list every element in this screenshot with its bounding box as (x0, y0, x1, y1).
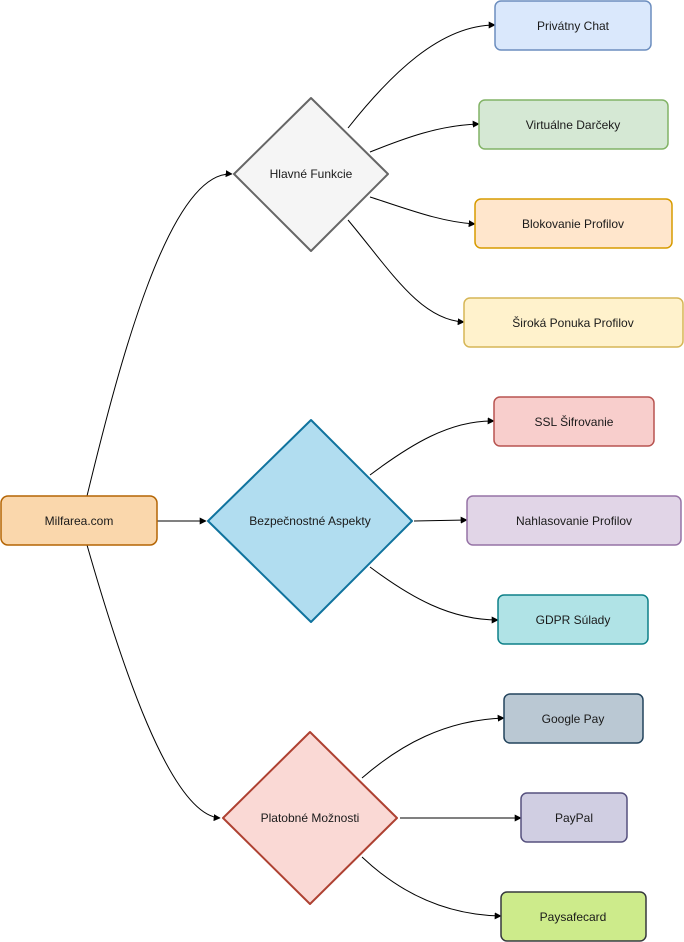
edge-main-features-to-profile-blocking (369, 196, 476, 228)
leaf-paysafecard-label: Paysafecard (540, 910, 607, 924)
leaf-google-pay-box (503, 693, 644, 744)
branch-security-label: Bezpečnostné Aspekty (249, 514, 370, 528)
leaf-paypal-label: PayPal (555, 811, 593, 825)
leaf-profile-blocking-box (474, 198, 673, 249)
leaf-private-chat-label: Privátny Chat (537, 19, 610, 33)
edge-security-to-gdpr (369, 566, 499, 624)
leaf-google-pay-label: Google Pay (542, 712, 605, 726)
leaf-reporting: Nahlasovanie Profilov (466, 495, 682, 546)
root-node-label: Milfarea.com (45, 514, 114, 528)
branch-payments-label: Platobné Možnosti (261, 811, 360, 825)
edge-payments-to-google-pay (361, 714, 505, 779)
edge-main-features-to-private-chat (347, 21, 496, 129)
leaf-ssl-box (493, 396, 655, 447)
edge-root-to-payments (86, 544, 221, 822)
branch-main-features-label: Hlavné Funkcie (270, 167, 353, 181)
edge-main-features-to-wide-profiles (347, 219, 465, 326)
edge-security-to-reporting (413, 516, 468, 524)
leaf-virtual-gifts-box (478, 99, 669, 150)
edge-payments-to-paysafecard (361, 856, 502, 920)
leaf-reporting-box (466, 495, 682, 546)
leaf-gdpr: GDPR Súlady (497, 594, 649, 645)
leaf-google-pay: Google Pay (503, 693, 644, 744)
leaf-paypal-box (520, 792, 628, 843)
leaf-profile-blocking: Blokovanie Profilov (474, 198, 673, 249)
branch-main-features-diamond (233, 97, 389, 252)
leaf-wide-profiles: Široká Ponuka Profilov (463, 297, 684, 348)
root-node-box (0, 495, 158, 546)
leaf-profile-blocking-label: Blokovanie Profilov (522, 217, 624, 231)
leaf-virtual-gifts: Virtuálne Darčeky (478, 99, 669, 150)
leaf-reporting-label: Nahlasovanie Profilov (516, 514, 632, 528)
branch-security-diamond (207, 419, 413, 623)
leaf-gdpr-box (497, 594, 649, 645)
leaf-virtual-gifts-label: Virtuálne Darčeky (526, 118, 621, 132)
leaf-gdpr-label: GDPR Súlady (536, 613, 611, 627)
edge-main-features-to-virtual-gifts (369, 120, 480, 153)
branch-security: Bezpečnostné Aspekty (207, 419, 413, 623)
edges (86, 21, 522, 920)
branch-payments-diamond (222, 731, 398, 905)
leaf-ssl: SSL Šifrovanie (493, 396, 655, 447)
leaf-private-chat-box (494, 0, 652, 51)
leaf-paysafecard-box (500, 891, 647, 942)
leaf-wide-profiles-label: Široká Ponuka Profilov (512, 315, 633, 330)
branch-payments: Platobné Možnosti (222, 731, 398, 905)
root-node: Milfarea.com (0, 495, 158, 546)
edge-root-to-main-features (86, 170, 233, 497)
leaf-paysafecard: Paysafecard (500, 891, 647, 942)
leaf-wide-profiles-box (463, 297, 684, 348)
branch-main-features: Hlavné Funkcie (233, 97, 389, 252)
edge-security-to-ssl (369, 417, 495, 476)
leaf-ssl-label: SSL Šifrovanie (535, 414, 614, 429)
leaf-private-chat: Privátny Chat (494, 0, 652, 51)
leaf-paypal: PayPal (520, 792, 628, 843)
